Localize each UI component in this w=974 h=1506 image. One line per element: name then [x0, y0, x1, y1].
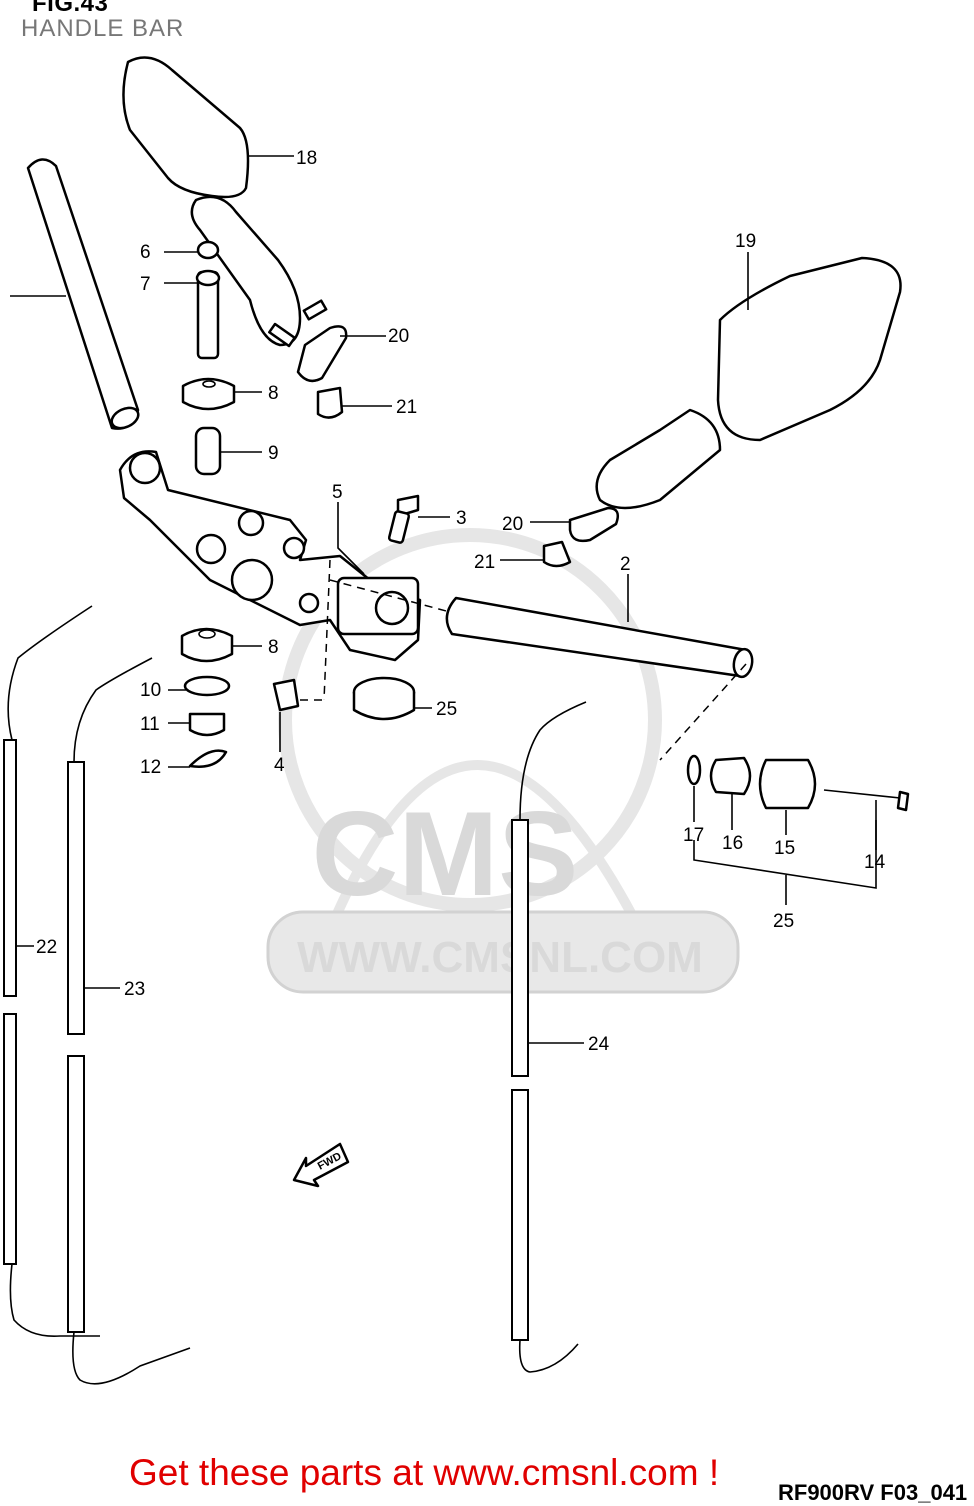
mirror-right [542, 256, 902, 568]
fasteners-lower [180, 627, 416, 768]
callout-21b: 21 [474, 552, 495, 573]
callout-20: 20 [388, 326, 409, 347]
throttle-cable-23 [67, 657, 191, 1385]
handlebar-pipe [445, 596, 754, 679]
callout-9: 9 [268, 443, 279, 464]
callout-22: 22 [36, 937, 57, 958]
footer-link[interactable]: Get these parts at www.cmsnl.com ! [129, 1452, 720, 1493]
callout-23: 23 [124, 979, 145, 1000]
throttle-cable-22 [3, 605, 100, 1337]
watermark-url: WWW.CMSNL.COM [297, 933, 703, 982]
callout-16: 16 [722, 833, 743, 854]
callout-8: 8 [268, 383, 279, 404]
callout-24: 24 [588, 1034, 610, 1055]
fwd-arrow-icon: FWD [292, 1142, 350, 1188]
callout-8b: 8 [268, 637, 279, 658]
callout-17: 17 [683, 825, 704, 846]
callout-11: 11 [140, 714, 160, 735]
callout-2: 2 [620, 554, 631, 575]
callout-15: 15 [774, 838, 795, 859]
assembly-lines [300, 559, 747, 761]
callout-7: 7 [140, 274, 151, 295]
callout-18: 18 [296, 148, 317, 169]
bar-end-weight [686, 754, 910, 905]
figure-subtitle: HANDLE BAR [21, 15, 185, 42]
bolt-3 [387, 494, 420, 544]
figure-title: FIG.43 [32, 0, 109, 17]
callout-25b: 25 [773, 911, 794, 932]
fasteners-left [181, 240, 236, 476]
callout-14: 14 [864, 852, 886, 873]
callout-25: 25 [436, 699, 457, 720]
leader-lines [16, 155, 877, 1044]
callout-labels: 18 6 7 20 8 21 9 19 5 3 20 21 2 8 10 11 … [36, 148, 886, 1055]
callout-20b: 20 [502, 514, 523, 535]
callout-21: 21 [396, 397, 417, 418]
mirror-left [122, 56, 328, 348]
watermark: CMS WWW.CMSNL.COM [266, 528, 740, 994]
callout-3: 3 [456, 508, 467, 529]
mirror-bracket-left [296, 325, 348, 419]
top-bridge [118, 450, 422, 662]
clutch-cable-24 [511, 701, 587, 1373]
callout-6: 6 [140, 242, 151, 263]
callout-12: 12 [140, 757, 161, 778]
callout-4: 4 [274, 755, 285, 776]
left-grip [10, 158, 140, 430]
watermark-brand: CMS [312, 787, 579, 921]
reference-code: RF900RV F03_041 [778, 1480, 968, 1505]
callout-5: 5 [332, 482, 343, 503]
callout-10: 10 [140, 680, 161, 701]
callout-19: 19 [735, 231, 756, 252]
